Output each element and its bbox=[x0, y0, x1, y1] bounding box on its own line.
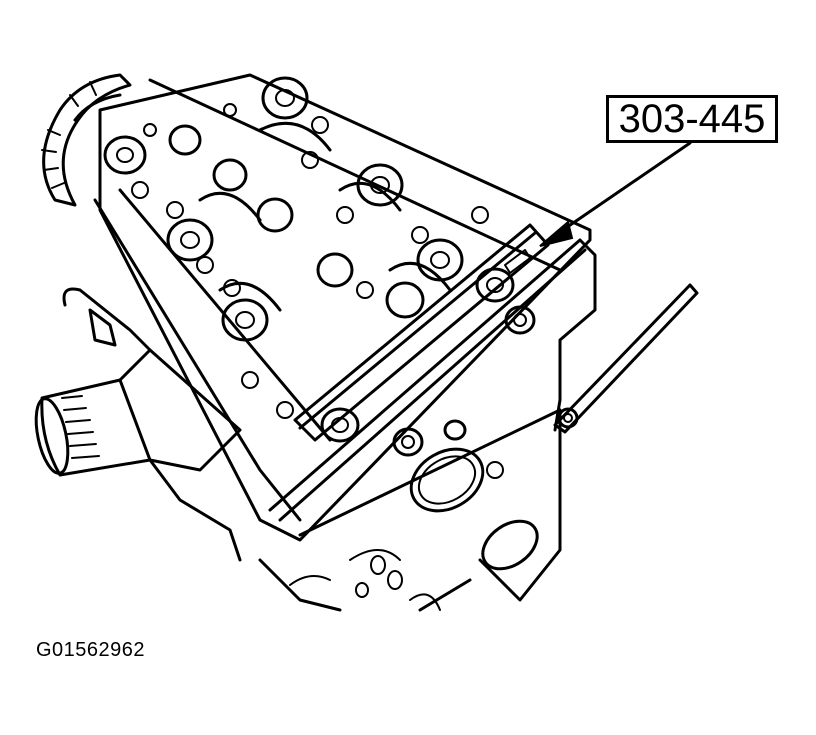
bolts bbox=[131, 103, 489, 419]
camshaft-journals bbox=[103, 76, 464, 342]
tool-callout-label: 303-445 bbox=[606, 95, 778, 143]
head-rear-face bbox=[258, 238, 597, 612]
callout-arrow bbox=[539, 141, 692, 247]
alignment-tool-303-445 bbox=[293, 223, 550, 443]
figure-id: G01562962 bbox=[36, 639, 146, 661]
timing-sprocket bbox=[41, 73, 132, 207]
dipstick-rod bbox=[553, 283, 699, 434]
oil-filter bbox=[34, 287, 242, 562]
spark-plug-wells bbox=[168, 124, 425, 319]
tool-number: 303-445 bbox=[618, 97, 766, 141]
